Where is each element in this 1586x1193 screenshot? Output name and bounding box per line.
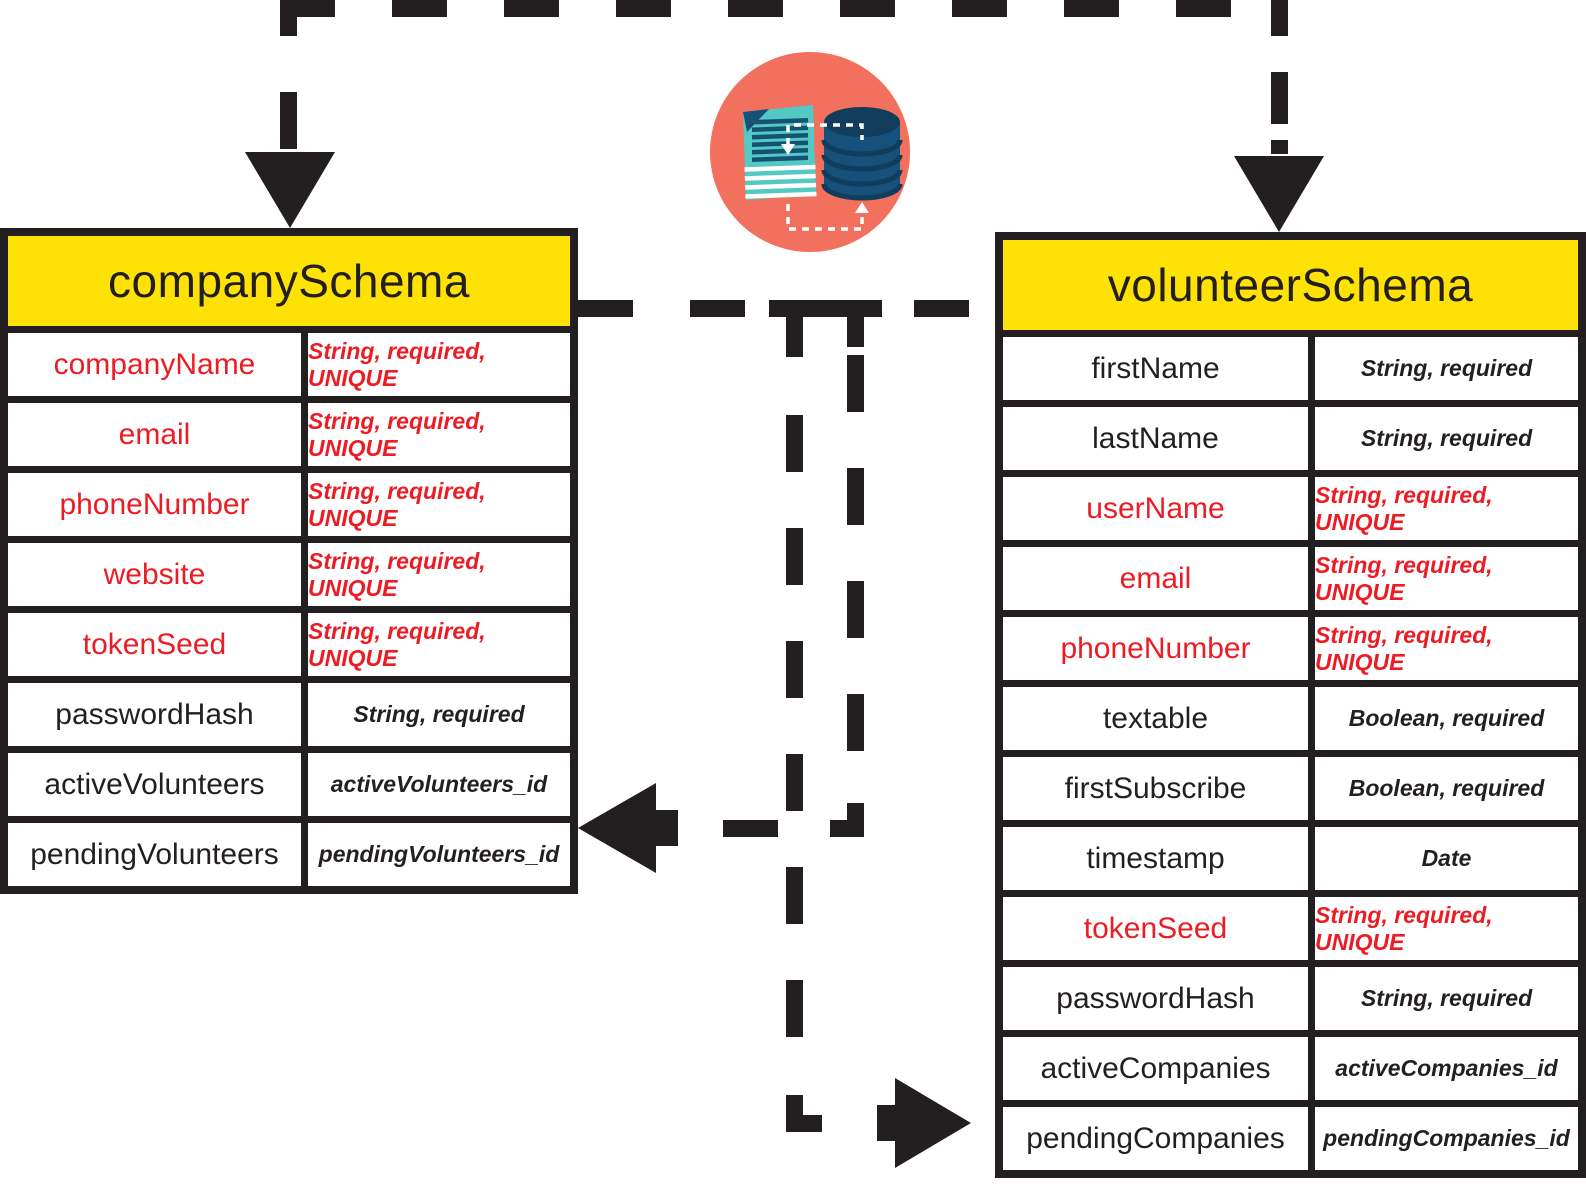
field-name: activeVolunteers — [8, 753, 301, 816]
field-type: pendingVolunteers_id — [308, 823, 570, 886]
field-type: pendingCompanies_id — [1315, 1107, 1578, 1170]
right-arrow-tail-stub — [877, 1105, 895, 1141]
document-database-sync-icon — [710, 52, 910, 252]
field-type: String, required, UNIQUE — [1315, 477, 1578, 540]
field-type: Boolean, required — [1315, 687, 1578, 750]
top-right-vertical-dash — [1271, 72, 1288, 124]
line-b-top-corner-descender — [847, 317, 864, 347]
line-a-top-corner-descender — [786, 317, 803, 357]
field-name: timestamp — [1003, 827, 1308, 890]
field-name: textable — [1003, 687, 1308, 750]
field-name: firstSubscribe — [1003, 757, 1308, 820]
field-type: String, required — [1315, 967, 1578, 1030]
field-type: String, required — [308, 683, 570, 746]
document-icon — [743, 105, 817, 200]
field-name: firstName — [1003, 337, 1308, 400]
sync-icon-svg — [710, 52, 910, 252]
field-type: Date — [1315, 827, 1578, 890]
field-type: activeVolunteers_id — [308, 753, 570, 816]
company-schema-title: companySchema — [8, 236, 570, 326]
field-type: String, required, UNIQUE — [1315, 547, 1578, 610]
field-type: String, required, UNIQUE — [308, 333, 570, 396]
sync-dashed-arrows — [786, 123, 864, 231]
line-a-vertical-dashed-line — [786, 415, 803, 1040]
field-type: String, required, UNIQUE — [308, 473, 570, 536]
field-name: passwordHash — [1003, 967, 1308, 1030]
field-name: website — [8, 543, 301, 606]
line-b-top-corner-dash — [847, 300, 882, 317]
field-name: companyName — [8, 333, 301, 396]
left-arrow-dash — [723, 820, 778, 837]
field-name: email — [1003, 547, 1308, 610]
field-name: passwordHash — [8, 683, 301, 746]
arrow-right-into-volunteer-schema-companies — [895, 1078, 971, 1168]
line-b-vertical-dashed-line — [847, 355, 864, 755]
top-left-vertical-dash — [280, 92, 297, 149]
field-name: pendingVolunteers — [8, 823, 301, 886]
volunteer-schema-title: volunteerSchema — [1003, 240, 1578, 330]
line-a-bottom-corner-horizontal — [786, 1115, 822, 1132]
field-name: userName — [1003, 477, 1308, 540]
field-type: String, required — [1315, 337, 1578, 400]
line-b-bottom-corner-horizontal — [830, 820, 864, 837]
top-left-corner-dash — [280, 0, 297, 36]
line-a-top-corner-dash — [769, 300, 820, 317]
field-name: tokenSeed — [1003, 897, 1308, 960]
top-right-corner-dash — [1271, 0, 1288, 36]
field-name: email — [8, 403, 301, 466]
field-name: activeCompanies — [1003, 1037, 1308, 1100]
field-name: pendingCompanies — [1003, 1107, 1308, 1170]
sync-arrowhead-up — [855, 202, 869, 213]
field-type: String, required, UNIQUE — [1315, 617, 1578, 680]
field-name: tokenSeed — [8, 613, 301, 676]
field-type: Boolean, required — [1315, 757, 1578, 820]
top-right-vertical-stub — [1271, 140, 1288, 154]
field-type: activeCompanies_id — [1315, 1037, 1578, 1100]
field-type: String, required — [1315, 407, 1578, 470]
sync-arrowhead-down — [781, 144, 795, 155]
arrow-down-into-company-schema — [245, 152, 335, 228]
arrow-down-into-volunteer-schema — [1234, 156, 1324, 232]
field-type: String, required, UNIQUE — [1315, 897, 1578, 960]
database-icon — [821, 107, 903, 201]
field-name: phoneNumber — [1003, 617, 1308, 680]
field-name: phoneNumber — [8, 473, 301, 536]
field-type: String, required, UNIQUE — [308, 543, 570, 606]
arrow-left-into-company-schema-volunteers — [578, 783, 656, 873]
top-horizontal-dashed-line — [280, 0, 1288, 17]
field-name: lastName — [1003, 407, 1308, 470]
field-type: String, required, UNIQUE — [308, 613, 570, 676]
left-arrow-tail-stub — [652, 810, 678, 846]
field-type: String, required, UNIQUE — [308, 403, 570, 466]
